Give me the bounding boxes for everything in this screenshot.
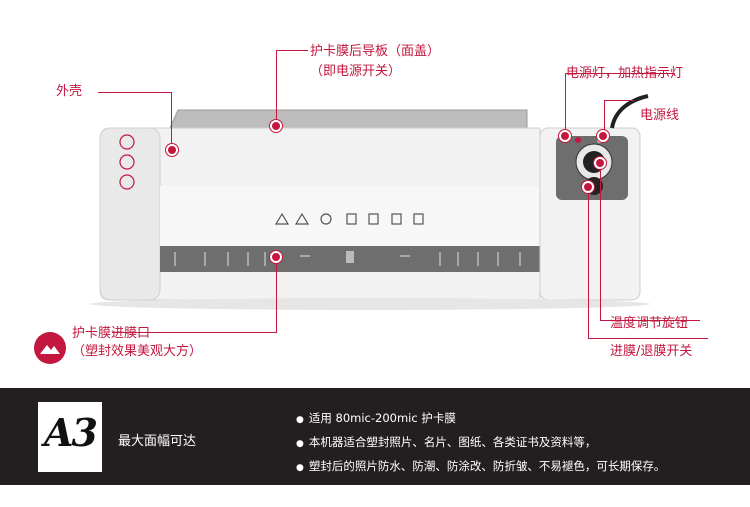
label-back-guide-board-sub: （即电源开关） <box>310 64 402 79</box>
product-stage: 护卡膜后导板（面盖） （即电源开关） 外壳 电源灯，加热指示灯 电源线 温度调节… <box>34 44 708 364</box>
feature-item: 适用 80mic-200mic 护卡膜 <box>296 410 456 426</box>
label-feed-switch: 进膜/退膜开关 <box>610 344 693 359</box>
label-back-guide-board: 护卡膜后导板（面盖） <box>310 44 441 59</box>
label-power-cord: 电源线 <box>640 108 680 123</box>
a3-badge: A3 <box>38 402 102 472</box>
feature-item: 塑封后的照片防水、防潮、防涂改、防折皱、不易褪色，可长期保存。 <box>296 458 666 474</box>
mountain-icon <box>34 332 66 364</box>
label-temp-knob: 温度调节旋钮 <box>610 316 689 331</box>
label-card-entry-sub: （塑封效果美观大方） <box>72 344 203 359</box>
label-power-heat-light: 电源灯，加热指示灯 <box>566 66 684 81</box>
temp-knob-marker <box>594 157 606 169</box>
power-cord <box>610 94 649 129</box>
feed-switch-marker <box>582 181 594 193</box>
card-entry-marker <box>270 251 282 263</box>
laminator-illustration <box>90 94 650 310</box>
label-shell: 外壳 <box>56 84 83 99</box>
label-card-entry: 护卡膜进膜口 <box>72 326 151 341</box>
max-size-text: 最大面幅可达 <box>118 434 197 449</box>
back-guide-board-marker <box>270 120 282 132</box>
shell-marker <box>166 144 178 156</box>
bottom-strip <box>0 485 750 507</box>
power-light-marker <box>559 130 571 142</box>
feature-item: 本机器适合塑封照片、名片、图纸、各类证书及资料等， <box>296 434 597 450</box>
power-cord-marker <box>597 130 609 142</box>
